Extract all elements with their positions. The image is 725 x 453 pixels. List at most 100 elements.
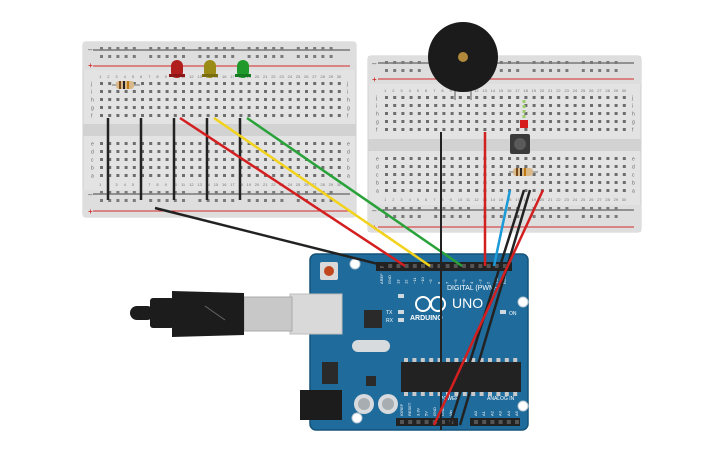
hole — [305, 90, 308, 93]
hole — [280, 174, 284, 177]
header-pin[interactable] — [400, 420, 404, 424]
header-pin[interactable] — [408, 420, 413, 424]
wire-green[interactable] — [246, 116, 463, 268]
hole — [116, 114, 120, 117]
hole — [214, 106, 218, 109]
header-pin[interactable] — [482, 420, 487, 424]
hole — [305, 142, 308, 145]
row-letter: j — [346, 82, 348, 88]
hole — [255, 150, 259, 153]
header-pin[interactable] — [462, 264, 466, 268]
column-number: 19 — [247, 182, 252, 187]
header-pin[interactable] — [478, 264, 483, 268]
hole — [581, 157, 585, 160]
header-pin[interactable] — [388, 264, 393, 268]
chip-pin — [488, 392, 492, 396]
resistor[interactable] — [112, 81, 140, 89]
hole — [590, 157, 593, 160]
hole — [116, 90, 120, 93]
header-pin[interactable] — [445, 264, 450, 268]
header-pin[interactable] — [494, 264, 499, 268]
column-number: 8 — [156, 74, 159, 79]
hole — [483, 96, 487, 99]
wire-yellow[interactable] — [213, 116, 431, 268]
wire-black[interactable] — [448, 189, 526, 426]
header-pin[interactable] — [490, 420, 495, 424]
column-number: 14 — [491, 197, 496, 202]
wire-black[interactable] — [154, 206, 387, 268]
hole — [272, 166, 276, 169]
hole — [100, 166, 103, 169]
led-red[interactable] — [169, 60, 185, 78]
header-pin[interactable] — [424, 420, 429, 424]
usb-cable[interactable] — [130, 291, 343, 337]
hole — [491, 173, 495, 176]
header-pin[interactable] — [396, 264, 401, 268]
hole — [417, 128, 421, 131]
rail-hole — [272, 55, 276, 58]
hole — [165, 90, 169, 93]
hole — [540, 104, 544, 107]
hole — [385, 189, 388, 192]
wire-black[interactable] — [458, 189, 532, 426]
pushbutton[interactable] — [510, 100, 530, 154]
hole — [426, 165, 429, 168]
column-number: 3 — [400, 197, 403, 202]
led-green[interactable] — [235, 60, 251, 78]
hole — [165, 142, 169, 145]
header-pin[interactable] — [470, 264, 475, 268]
hole — [393, 181, 397, 184]
hole — [280, 158, 284, 161]
header-pin[interactable] — [421, 264, 425, 268]
header-pin[interactable] — [429, 264, 434, 268]
hole — [516, 120, 520, 123]
wire-red[interactable] — [432, 189, 545, 426]
piezo-buzzer[interactable] — [428, 22, 498, 100]
hole — [313, 82, 317, 85]
column-number: 5 — [132, 74, 135, 79]
header-pin[interactable] — [486, 264, 491, 268]
hole — [516, 181, 520, 184]
hole — [622, 112, 626, 115]
hole — [280, 98, 284, 101]
header-pin[interactable] — [453, 264, 458, 268]
rail-hole — [598, 215, 602, 218]
header-pin[interactable] — [412, 264, 417, 268]
rail-hole — [409, 69, 413, 72]
column-number: 24 — [288, 182, 293, 187]
hole — [483, 104, 487, 107]
hole — [198, 98, 202, 101]
header-pin[interactable] — [503, 264, 507, 268]
pin-label: ~5 — [461, 279, 466, 284]
hole — [223, 174, 226, 177]
resistor[interactable] — [509, 168, 538, 176]
hole — [467, 165, 470, 168]
hole — [590, 189, 593, 192]
hole — [173, 90, 177, 93]
hole — [426, 189, 429, 192]
wire-blue[interactable] — [492, 189, 512, 267]
header-pin[interactable] — [437, 264, 442, 268]
hole — [337, 114, 341, 117]
led-yellow[interactable] — [202, 60, 218, 78]
header-pin[interactable] — [515, 420, 519, 424]
rail-hole — [614, 69, 618, 72]
hole — [499, 173, 503, 176]
header-pin[interactable] — [416, 420, 421, 424]
column-number: 16 — [507, 88, 512, 93]
rail-hole — [116, 47, 120, 50]
row-letter: d — [376, 165, 379, 171]
header-pin[interactable] — [404, 264, 409, 268]
header-pin[interactable] — [474, 420, 478, 424]
rail-hole — [100, 55, 103, 58]
hole — [581, 189, 585, 192]
breadboard-left: – + – + jjiihhggffeeddccbbaa112233445566… — [82, 41, 357, 218]
wire-red[interactable] — [179, 116, 406, 268]
pin-label: 12 — [404, 279, 409, 284]
header-pin[interactable] — [506, 420, 511, 424]
header-pin[interactable] — [441, 420, 445, 424]
header-pin[interactable] — [498, 420, 503, 424]
rail-hole — [417, 215, 421, 218]
rail-hole — [606, 215, 610, 218]
hole — [385, 104, 388, 107]
